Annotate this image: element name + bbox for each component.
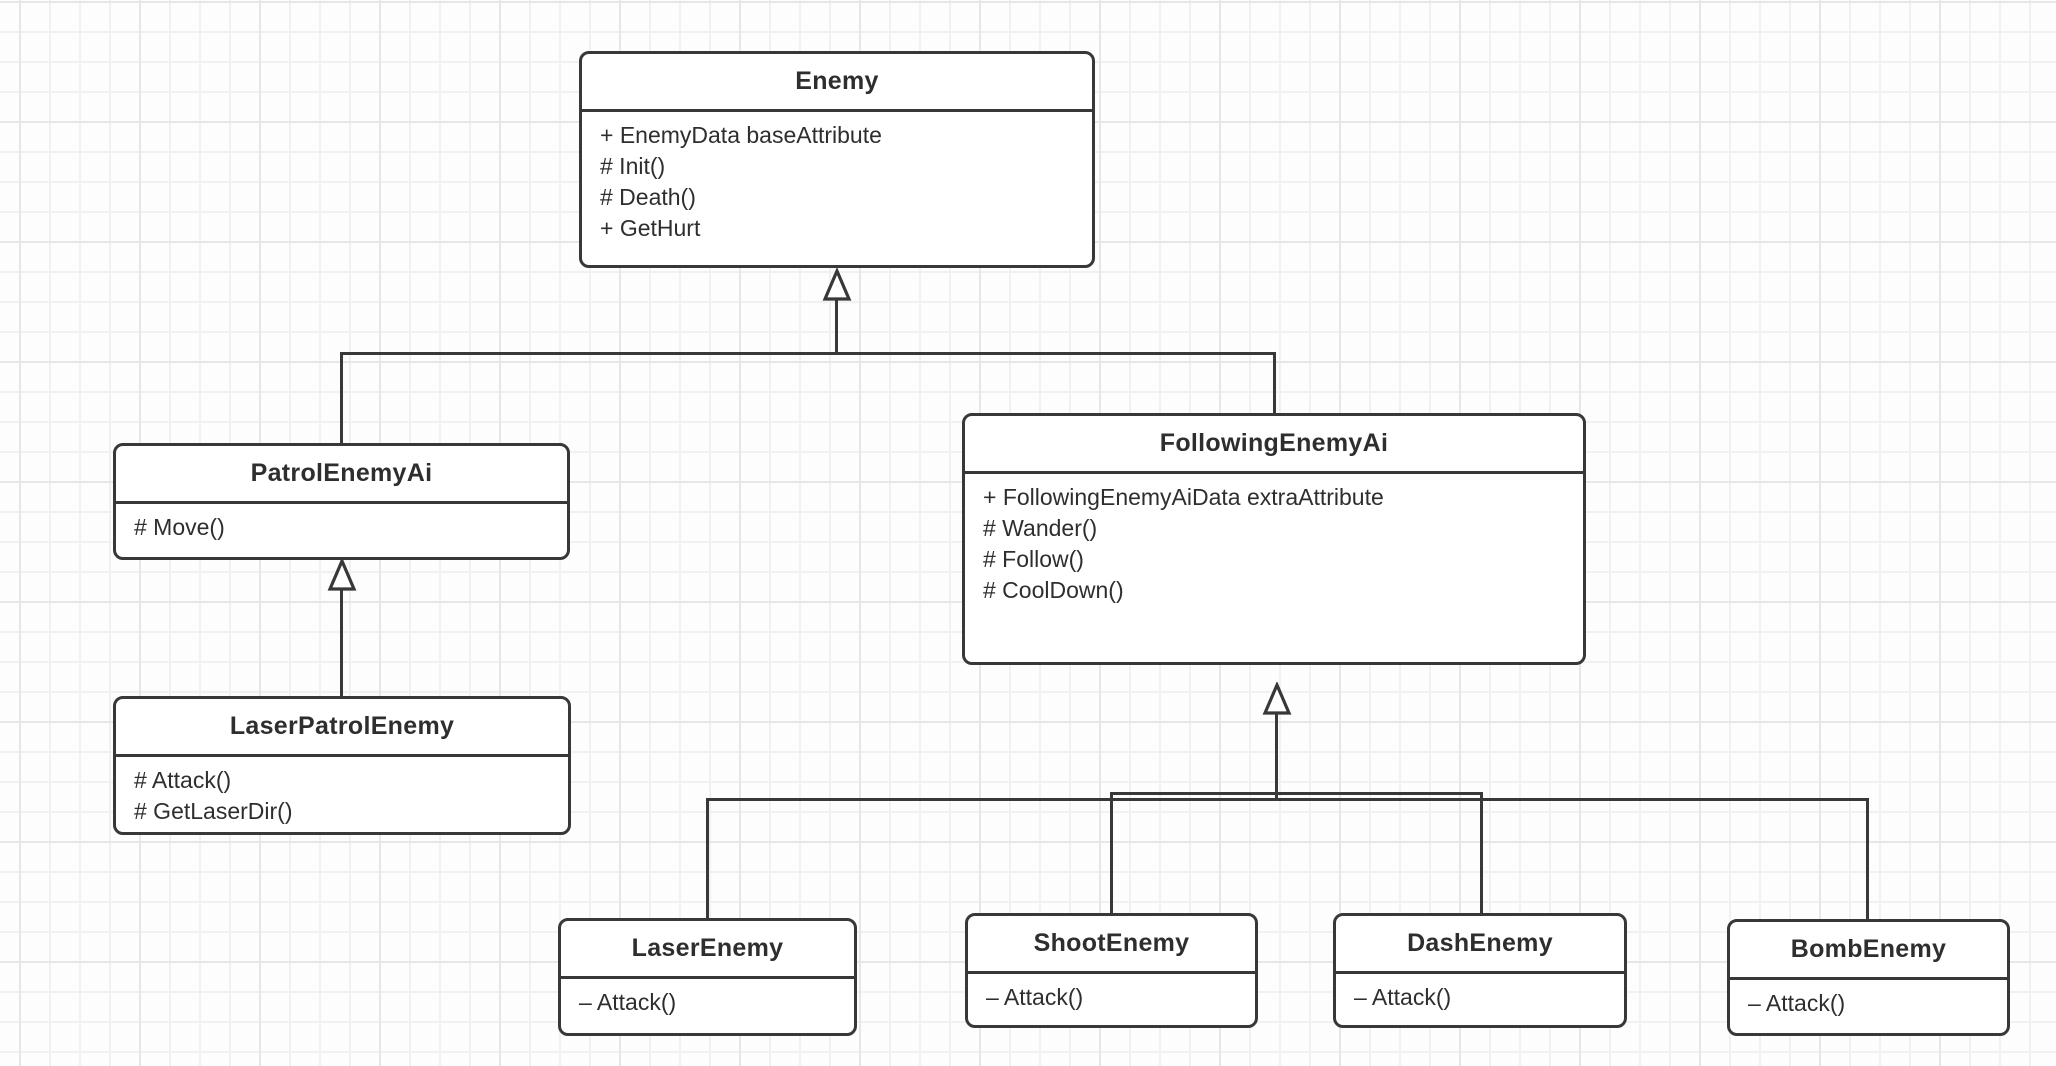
class-member-list: – Attack() xyxy=(1730,980,2007,1019)
class-member-list: + EnemyData baseAttribute # Init() # Dea… xyxy=(582,112,1092,244)
class-member: # CoolDown() xyxy=(983,577,1124,603)
edge-children-to-followingenemyai-branch[interactable] xyxy=(706,798,1869,801)
class-member: # Init() xyxy=(600,153,666,179)
class-member: # Move() xyxy=(134,514,225,540)
edge-shootenemy-to-followingenemyai[interactable] xyxy=(1110,792,1113,913)
edge-followingenemyai-to-enemy[interactable] xyxy=(1273,352,1276,413)
class-member: – Attack() xyxy=(1354,984,1452,1010)
class-member: + FollowingEnemyAiData extraAttribute xyxy=(983,484,1384,510)
edge-children-to-enemy-stub[interactable] xyxy=(835,300,838,354)
arrowhead-shape xyxy=(327,558,357,591)
class-member-list: # Attack() # GetLaserDir() xyxy=(116,757,568,827)
class-title: PatrolEnemyAi xyxy=(116,446,567,504)
arrowhead-shape xyxy=(822,268,852,301)
arrowhead-shape xyxy=(1262,682,1292,715)
inheritance-arrowhead-followingenemyai[interactable] xyxy=(1262,682,1292,716)
class-box-patrolenemyai[interactable]: PatrolEnemyAi # Move() xyxy=(113,443,570,560)
class-member-list: + FollowingEnemyAiData extraAttribute # … xyxy=(965,474,1583,606)
edge-bombenemy-to-followingenemyai[interactable] xyxy=(1866,798,1869,919)
class-box-laserenemy[interactable]: LaserEnemy – Attack() xyxy=(558,918,857,1036)
class-title: Enemy xyxy=(582,54,1092,112)
class-member: # Follow() xyxy=(983,546,1084,572)
edge-laserpatrolenemy-to-patrolenemyai[interactable] xyxy=(340,589,343,696)
class-member-list: # Move() xyxy=(116,504,567,543)
class-member: # GetLaserDir() xyxy=(134,798,293,824)
class-member: – Attack() xyxy=(579,989,677,1015)
edge-children-to-followingenemyai-stub[interactable] xyxy=(1275,713,1278,800)
class-member-list: – Attack() xyxy=(968,974,1255,1013)
class-title: ShootEnemy xyxy=(968,916,1255,974)
class-box-enemy[interactable]: Enemy + EnemyData baseAttribute # Init()… xyxy=(579,51,1095,268)
edge-dashenemy-to-followingenemyai[interactable] xyxy=(1480,792,1483,913)
inheritance-arrowhead-enemy[interactable] xyxy=(822,268,852,302)
class-title: DashEnemy xyxy=(1336,916,1624,974)
class-title: LaserEnemy xyxy=(561,921,854,979)
class-box-shootenemy[interactable]: ShootEnemy – Attack() xyxy=(965,913,1258,1028)
edge-children-to-enemy-branch[interactable] xyxy=(341,352,1276,355)
class-member: # Attack() xyxy=(134,767,232,793)
class-title: FollowingEnemyAi xyxy=(965,416,1583,474)
class-box-followingenemyai[interactable]: FollowingEnemyAi + FollowingEnemyAiData … xyxy=(962,413,1586,665)
class-member-list: – Attack() xyxy=(1336,974,1624,1013)
class-member: # Wander() xyxy=(983,515,1098,541)
class-member: – Attack() xyxy=(1748,990,1846,1016)
inheritance-arrowhead-patrolenemyai[interactable] xyxy=(327,558,357,592)
class-member: + EnemyData baseAttribute xyxy=(600,122,882,148)
class-box-dashenemy[interactable]: DashEnemy – Attack() xyxy=(1333,913,1627,1028)
class-member-list: – Attack() xyxy=(561,979,854,1018)
class-box-laserpatrolenemy[interactable]: LaserPatrolEnemy # Attack() # GetLaserDi… xyxy=(113,696,571,835)
class-member: + GetHurt xyxy=(600,215,701,241)
class-title: LaserPatrolEnemy xyxy=(116,699,568,757)
edge-laserenemy-to-followingenemyai[interactable] xyxy=(706,798,709,918)
edge-children-to-followingenemyai-branch-overlap[interactable] xyxy=(1110,792,1483,795)
edge-patrolenemyai-to-enemy[interactable] xyxy=(340,352,343,443)
class-member: – Attack() xyxy=(986,984,1084,1010)
class-member: # Death() xyxy=(600,184,696,210)
class-title: BombEnemy xyxy=(1730,922,2007,980)
class-box-bombenemy[interactable]: BombEnemy – Attack() xyxy=(1727,919,2010,1036)
